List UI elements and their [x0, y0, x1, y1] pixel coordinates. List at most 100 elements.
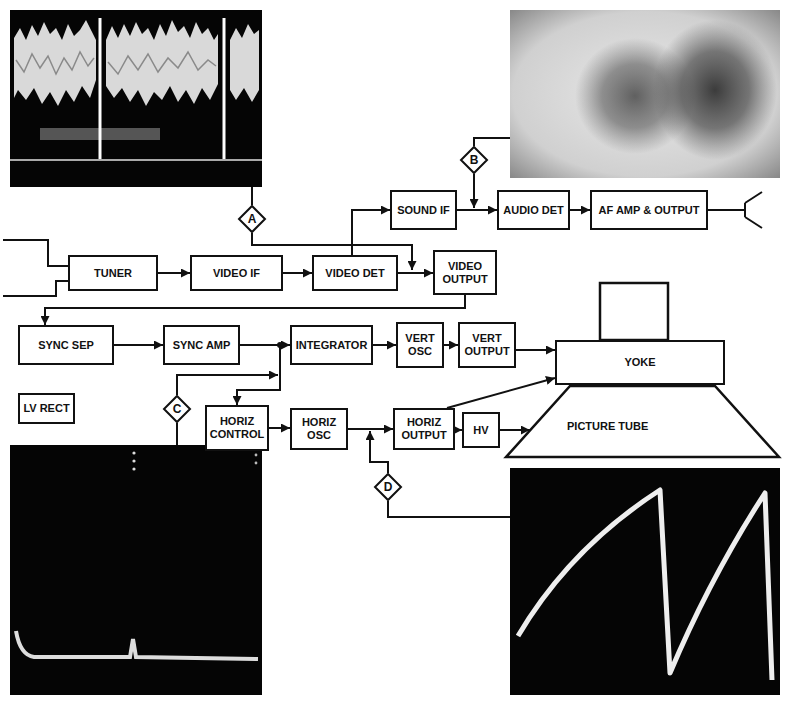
test-point-diamond: D — [374, 473, 402, 501]
block-box: VIDEO IF — [190, 255, 283, 291]
signal-arrow — [269, 427, 290, 429]
block-box: TUNER — [68, 255, 158, 291]
photo-ground — [10, 445, 262, 695]
sawtooth-trace — [518, 490, 772, 680]
block-label: VIDEO IF — [213, 267, 260, 280]
probe-line — [176, 423, 178, 445]
diamond-outline — [461, 147, 487, 173]
photo-ground — [510, 10, 780, 178]
signal-arrow — [457, 209, 497, 211]
block-box: SYNC AMP — [163, 325, 240, 365]
block-label: HORIZ CONTROL — [210, 415, 264, 441]
block-label: PICTURE TUBE — [567, 420, 648, 433]
signal-arrow — [373, 344, 396, 346]
junction-dot — [277, 342, 283, 348]
photo-ground — [510, 468, 780, 695]
block-label: VERT OUTPUT — [463, 332, 511, 358]
scope-photo — [10, 445, 262, 695]
tube-outline — [506, 386, 779, 457]
block-box: SYNC SEP — [18, 325, 114, 365]
test-point-diamond: A — [238, 205, 266, 233]
block-box: YOKE — [555, 340, 725, 385]
block-box: HORIZ OUTPUT — [393, 408, 455, 450]
signal-arrow — [45, 295, 465, 325]
sync-pulse — [99, 18, 102, 160]
scope-photo — [510, 10, 780, 178]
block-label: SYNC SEP — [38, 339, 94, 352]
signal-arrow — [237, 345, 280, 405]
signal-arrow — [158, 272, 190, 274]
antenna-lead — [3, 240, 68, 266]
trace-dot — [255, 454, 258, 457]
trace-dot — [132, 467, 135, 470]
trace-dot — [255, 462, 258, 465]
block-label: AUDIO DET — [503, 204, 564, 217]
block-box: AF AMP & OUTPUT — [590, 190, 708, 230]
test-point-letter: B — [470, 154, 479, 166]
block-box: VIDEO OUTPUT — [433, 250, 497, 295]
block-label: SOUND IF — [397, 204, 450, 217]
video-trace — [230, 24, 259, 102]
test-point-letter: D — [384, 481, 393, 493]
probe-line — [473, 174, 475, 208]
signal-arrow — [447, 378, 555, 408]
test-point-letter: C — [173, 403, 182, 415]
speaker-lead — [708, 209, 745, 211]
video-trace — [16, 52, 94, 74]
probe-line — [388, 501, 510, 517]
signal-arrow — [398, 272, 433, 274]
diamond-outline — [164, 396, 190, 422]
probe-line — [370, 431, 388, 473]
block-box: LV RECT — [18, 393, 75, 424]
block-box: VERT OUTPUT — [458, 322, 516, 368]
video-trace — [106, 20, 218, 106]
scope-photo — [10, 10, 262, 187]
test-point-diamond: C — [163, 395, 191, 423]
signal-arrow — [283, 272, 312, 274]
block-label: HV — [473, 424, 488, 437]
block-label: VERT OSC — [401, 332, 439, 358]
block-label: AF AMP & OUTPUT — [599, 204, 700, 217]
picture-tube-shape: PICTURE TUBE — [505, 385, 780, 458]
tube-neck — [600, 283, 668, 340]
block-label: TUNER — [94, 267, 132, 280]
signal-arrow — [500, 429, 530, 431]
block-label: SYNC AMP — [173, 339, 231, 352]
signal-arrow — [444, 344, 458, 346]
block-box: AUDIO DET — [497, 190, 570, 230]
photo-ground — [10, 10, 262, 187]
block-label: HORIZ OUTPUT — [398, 416, 450, 442]
test-point-letter: A — [248, 213, 257, 225]
speaker-symbol — [745, 192, 762, 228]
video-trace — [108, 52, 216, 74]
signal-arrow — [570, 209, 590, 211]
trace-dot — [132, 459, 135, 462]
block-box: HV — [462, 412, 500, 448]
raster-blob — [653, 20, 777, 160]
block-box: INTEGRATOR — [290, 325, 373, 365]
block-label: VIDEO OUTPUT — [438, 260, 492, 286]
block-label: VIDEO DET — [325, 267, 384, 280]
scope-photo — [510, 468, 780, 695]
video-trace — [14, 20, 96, 106]
diamond-outline — [375, 474, 401, 500]
base-trace — [10, 159, 262, 161]
diamond-outline — [239, 206, 265, 232]
antenna-lead — [3, 281, 68, 296]
probe-line — [177, 375, 278, 395]
signal-arrow — [114, 344, 163, 346]
test-point-diamond: B — [460, 146, 488, 174]
block-box: SOUND IF — [390, 190, 457, 230]
block-label: LV RECT — [23, 402, 69, 415]
block-label: YOKE — [624, 356, 655, 369]
signal-arrow — [352, 210, 390, 255]
probe-line — [474, 138, 510, 146]
block-box: HORIZ OSC — [290, 408, 348, 450]
block-box: VERT OSC — [396, 322, 444, 368]
probe-line — [251, 187, 253, 205]
signal-arrow — [348, 428, 393, 430]
sync-pulse — [223, 18, 226, 160]
block-label: HORIZ OSC — [295, 416, 343, 442]
pulse-trace — [16, 631, 258, 659]
block-label: INTEGRATOR — [296, 339, 368, 352]
